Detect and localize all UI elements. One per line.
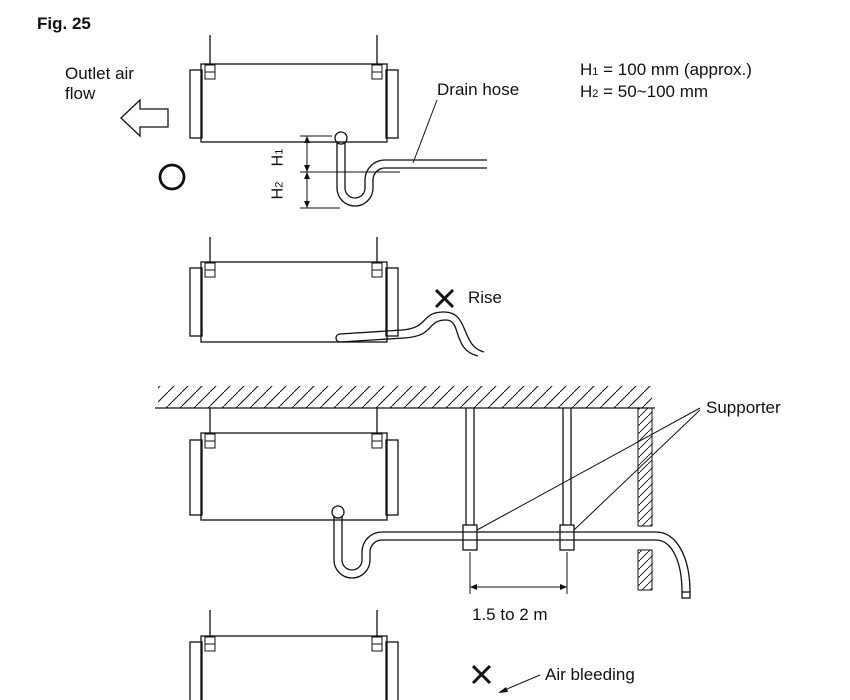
wall-hatch-icon: [637, 407, 653, 591]
supporters: [462, 407, 701, 551]
distance-label: 1.5 to 2 m: [472, 605, 548, 624]
h2-note: H2 = 50~100 mm: [580, 82, 709, 101]
air-bleeding-label: Air bleeding: [545, 665, 635, 684]
figure-title: Fig. 25: [37, 14, 91, 33]
cross-ng-icon: [471, 664, 492, 685]
cross-ng-icon: [434, 288, 455, 309]
outlet-air-flow-label: Outlet air flow: [65, 64, 134, 103]
arrow-left-icon: [120, 98, 169, 138]
dimension-lines: [300, 135, 400, 209]
h1-note: H1 = 100 mm (approx.): [580, 60, 752, 79]
drain-trap-1: [334, 99, 487, 207]
dimension-notes: H1 = 100 mm (approx.) H2 = 50~100 mm: [580, 60, 752, 104]
unit-4: [189, 610, 399, 700]
ceiling: [155, 386, 655, 409]
supporter-label: Supporter: [706, 398, 781, 417]
drain-hose-label: Drain hose: [437, 80, 520, 99]
unit-2: [189, 237, 485, 357]
distance-dimension: [469, 552, 568, 594]
rise-label: Rise: [468, 288, 503, 307]
hanger-bolt-icon: [204, 64, 383, 80]
unit-1: [189, 35, 399, 143]
circle-ok-icon: [158, 163, 186, 191]
unit-3: [189, 408, 640, 579]
